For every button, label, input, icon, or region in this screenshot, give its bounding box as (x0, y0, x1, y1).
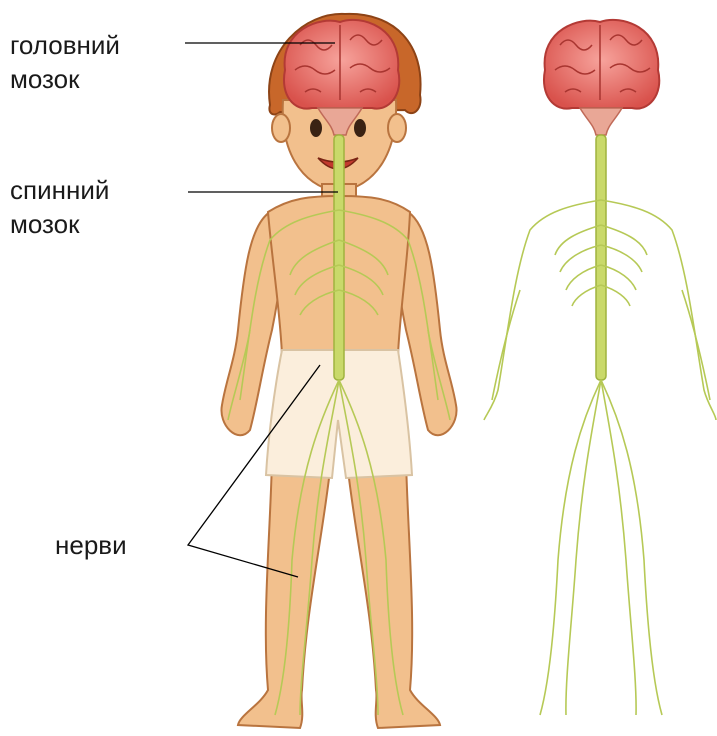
leg-right (348, 460, 440, 728)
brain-child (284, 20, 399, 109)
leg-left (238, 460, 330, 728)
brainstem-isolated (580, 108, 622, 135)
ear-right (388, 114, 406, 142)
eye-right (354, 119, 366, 137)
nervous-system-figure (484, 20, 716, 715)
spinal-cord-isolated (596, 135, 606, 380)
spinal-cord-child (334, 135, 344, 380)
eye-left (310, 119, 322, 137)
child-figure (221, 14, 456, 728)
brain-isolated (544, 20, 659, 109)
ear-left (272, 114, 290, 142)
